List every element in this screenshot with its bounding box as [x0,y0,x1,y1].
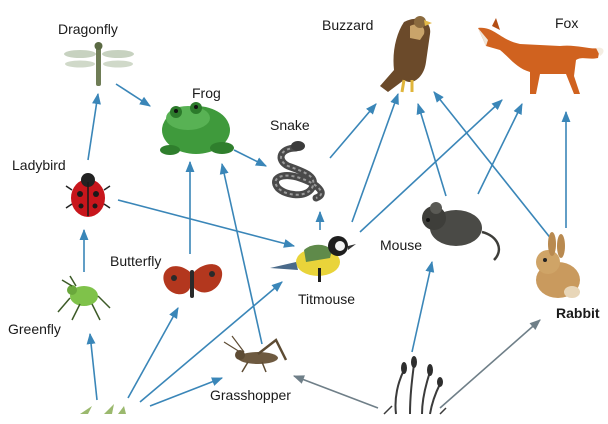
snake-icon [275,141,321,198]
label-buzzard: Buzzard [322,17,373,33]
frog-icon [160,102,234,155]
grasshopper-icon [224,336,286,372]
arrow-ladybird-titmouse [118,200,294,246]
label-titmouse: Titmouse [298,291,355,307]
mouse-icon [422,202,499,260]
fox-icon [478,18,603,94]
label-ladybird: Ladybird [12,157,66,173]
arrow-grass-greenfly [90,334,97,400]
arrow-grasshopper-frog [222,164,262,344]
arrow-mouse-fox [478,104,522,194]
buzzard-icon [380,16,432,92]
arrow-mouse-buzzard [418,104,446,196]
butterfly-icon [163,264,222,298]
dragonfly-icon [64,42,134,86]
arrow-ladybird-dragonfly [88,94,98,160]
label-butterfly: Butterfly [110,253,161,269]
label-greenfly: Greenfly [8,321,61,337]
label-frog: Frog [192,85,221,101]
label-mouse: Mouse [380,237,422,253]
arrow-frog-snake [234,150,266,166]
label-dragonfly: Dragonfly [58,21,118,37]
rabbit-icon [536,232,580,298]
label-fox: Fox [555,15,578,31]
grass-icon [80,404,126,414]
label-rabbit: Rabbit [556,305,600,321]
greenfly-icon [58,276,110,320]
arrow-plants-rabbit [440,320,540,408]
arrow-grass-titmouse [140,282,282,402]
label-snake: Snake [270,117,310,133]
plant-stalks-icon [384,356,446,414]
arrow-plants-mouse [412,262,432,352]
arrow-grass-butterfly [128,308,178,398]
arrow-snake-buzzard [330,104,376,158]
label-grasshopper: Grasshopper [210,387,291,403]
arrow-plants-grasshopper [294,376,378,408]
arrow-dragonfly-frog [116,84,150,106]
ladybird-icon [66,173,110,217]
